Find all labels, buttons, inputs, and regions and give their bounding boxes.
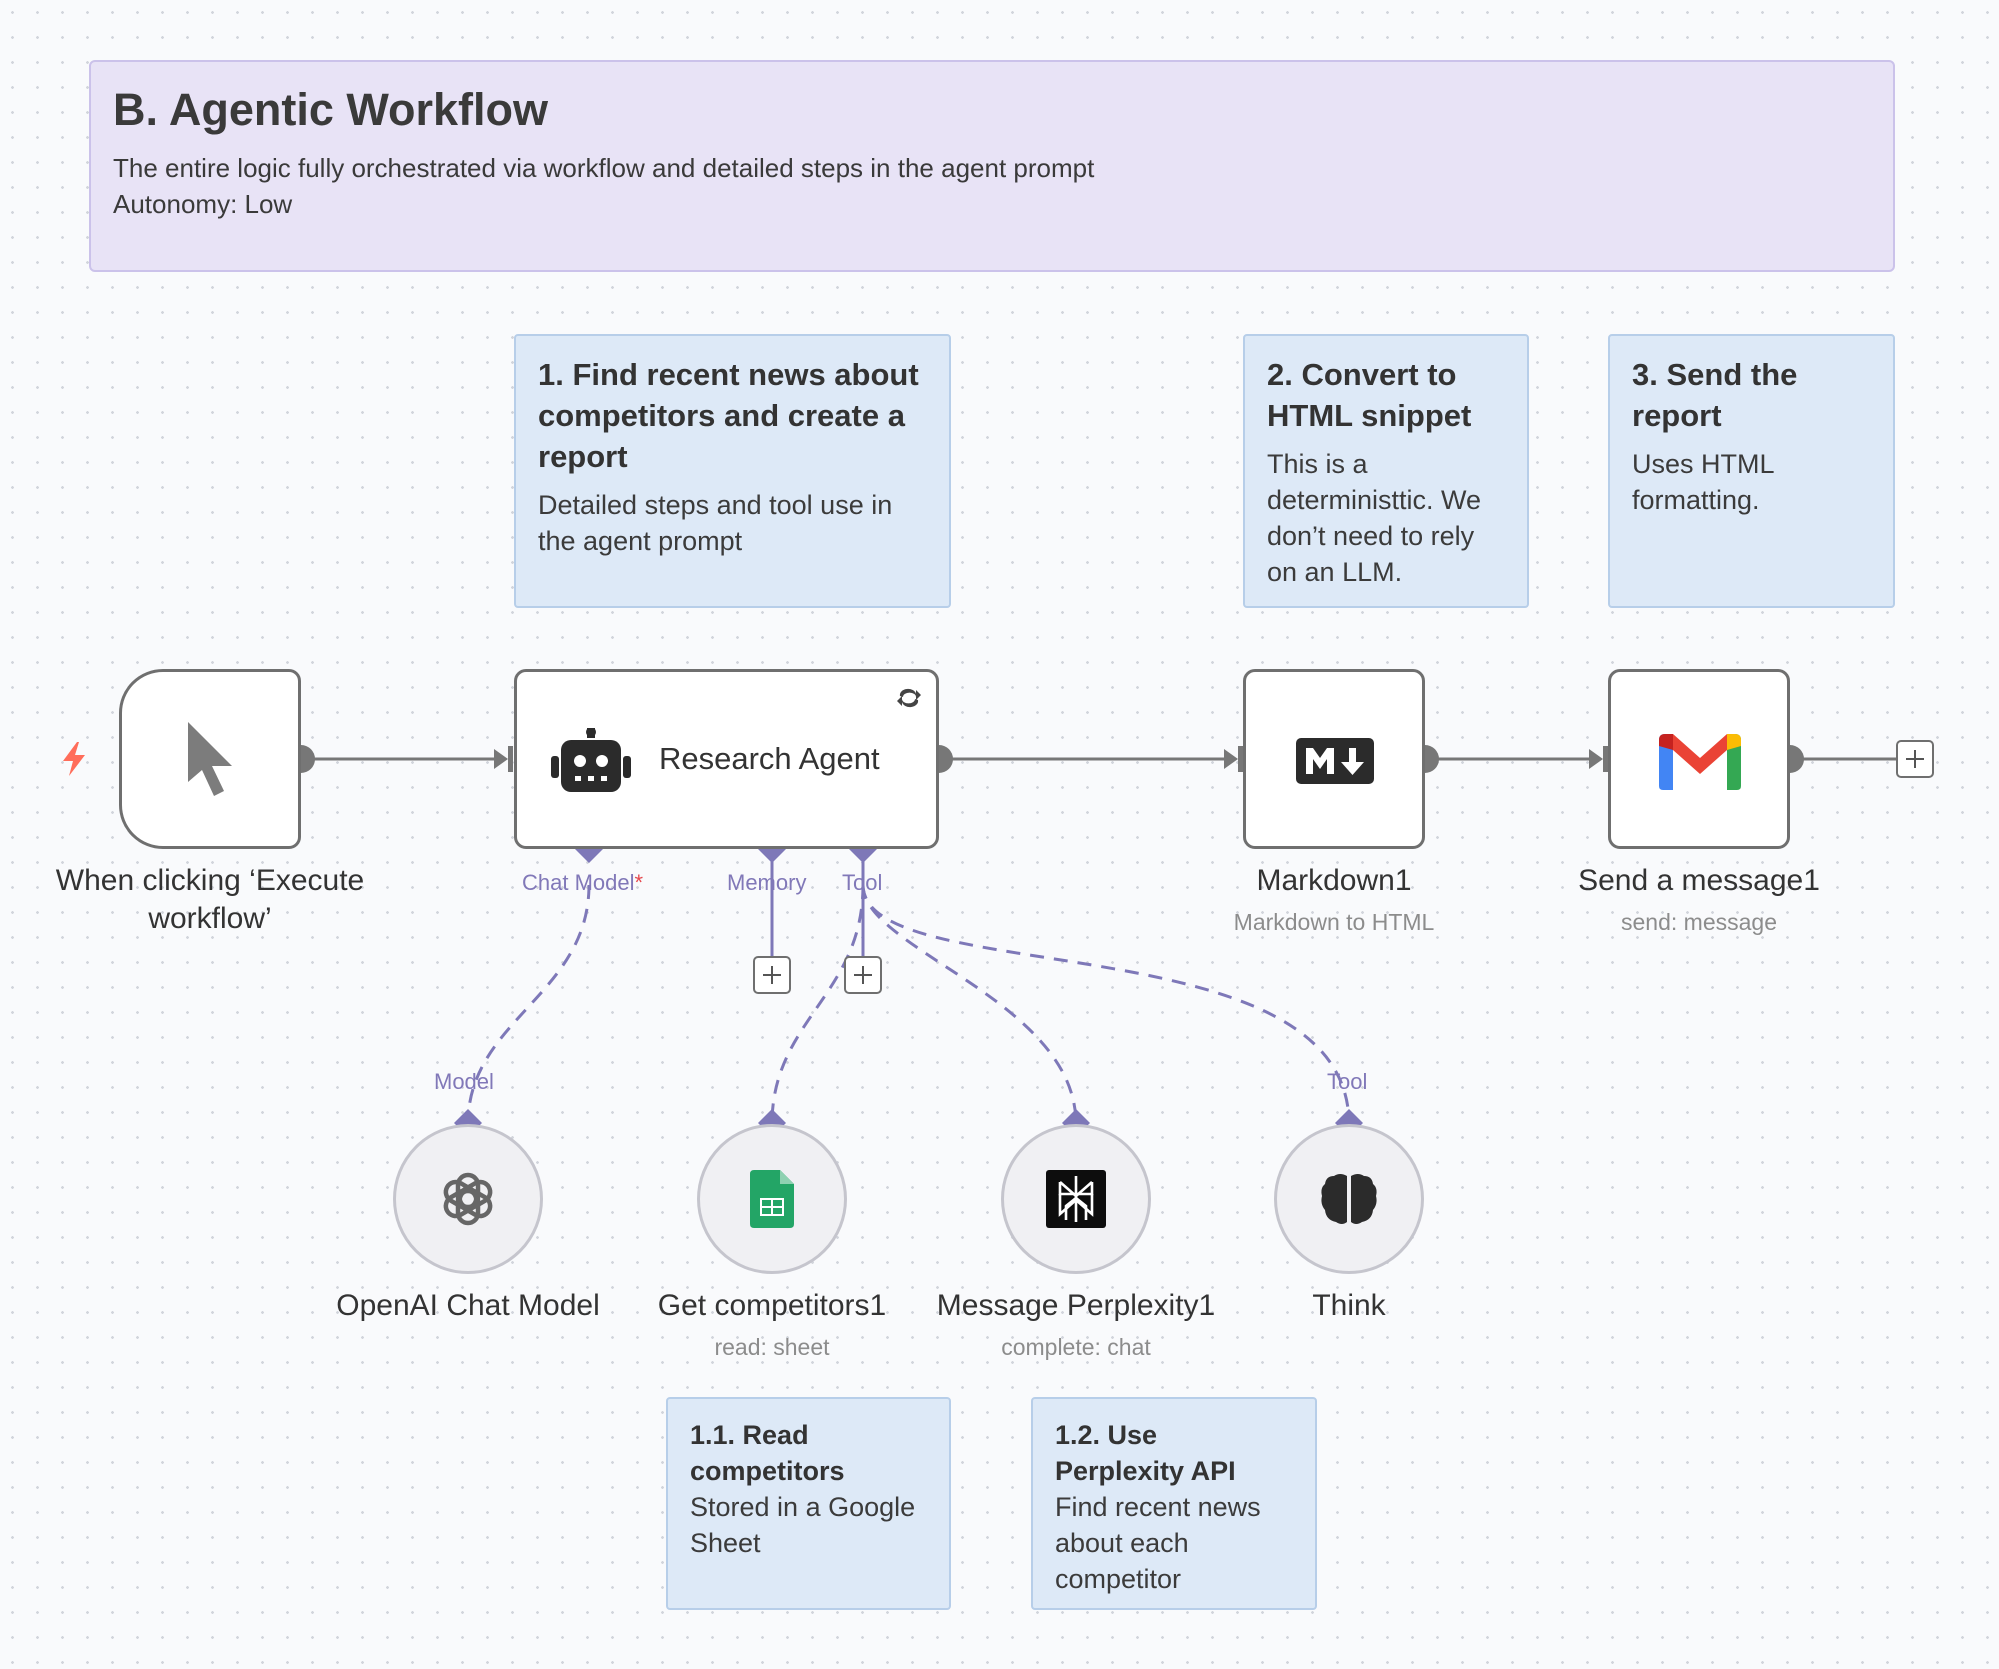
port-label-chat-model: Chat Model* — [522, 870, 643, 896]
node-think-label: Think — [1312, 1289, 1386, 1322]
port-label-chat-model-text: Chat Model — [522, 870, 635, 895]
google-sheets-icon — [750, 1170, 794, 1228]
node-sheets-subtitle: read: sheet — [714, 1334, 830, 1360]
node-get-competitors[interactable] — [697, 1124, 847, 1274]
node-agent-label: Research Agent — [659, 741, 880, 776]
arrow-head — [1589, 749, 1603, 769]
node-sheets-label: Get competitors1 — [657, 1289, 887, 1322]
group-autonomy-line: Autonomy: Low — [113, 189, 293, 219]
node-openai-chat-model[interactable] — [393, 1124, 543, 1274]
node-perplexity-label: Message Perplexity1 — [936, 1289, 1216, 1322]
node-manual-trigger[interactable] — [119, 669, 301, 849]
markdown-icon — [1296, 738, 1374, 784]
note-body: This is a deterministtic. We don’t need … — [1267, 449, 1482, 587]
retry-loop-icon — [897, 688, 921, 708]
group-sticky-note[interactable]: B. Agentic Workflow The entire logic ful… — [89, 60, 1895, 272]
required-marker: * — [634, 870, 644, 895]
input-port — [508, 746, 513, 772]
note-title: 1. Find recent news about competitors an… — [538, 357, 919, 474]
arrow-head — [1224, 749, 1238, 769]
input-port — [1238, 746, 1243, 772]
sticky-note-convert-html[interactable]: 2. Convert to HTML snippet This is a det… — [1243, 334, 1529, 608]
note-title: 1.2. Use Perplexity API — [1055, 1420, 1236, 1486]
group-title: B. Agentic Workflow — [113, 84, 549, 135]
port-label-tool-input: Tool — [1327, 1069, 1368, 1094]
note-title: 1.1. Read competitors — [690, 1420, 845, 1486]
note-body: Stored in a Google Sheet — [690, 1492, 916, 1558]
brain-icon — [1321, 1174, 1377, 1224]
node-think[interactable] — [1274, 1124, 1424, 1274]
port-label-model-input: Model — [434, 1069, 494, 1094]
gmail-icon — [1659, 734, 1741, 790]
cursor-icon — [188, 722, 232, 796]
node-markdown-subtitle: Markdown to HTML — [1233, 909, 1435, 935]
robot-icon — [551, 728, 631, 792]
add-next-node-button[interactable] — [1896, 740, 1934, 778]
add-memory-button[interactable] — [753, 956, 791, 994]
connection-tool-perplexity — [861, 884, 1078, 1125]
node-trigger-label: When clicking ‘Execute workflow’ — [55, 864, 365, 935]
node-markdown[interactable] — [1243, 669, 1425, 849]
add-tool-button[interactable] — [844, 956, 882, 994]
node-perplexity-subtitle: complete: chat — [1001, 1334, 1151, 1360]
sticky-note-find-news[interactable]: 1. Find recent news about competitors an… — [514, 334, 951, 608]
group-description: The entire logic fully orchestrated via … — [113, 150, 1871, 222]
port-label-memory: Memory — [727, 870, 807, 895]
node-gmail[interactable] — [1608, 669, 1790, 849]
note-body: Find recent news about each competitor — [1055, 1492, 1261, 1594]
node-gmail-label: Send a message1 — [1578, 864, 1820, 897]
trigger-bolt-icon — [63, 742, 85, 776]
note-title: 2. Convert to HTML snippet — [1267, 357, 1472, 433]
node-message-perplexity[interactable] — [1001, 1124, 1151, 1274]
openai-icon — [443, 1172, 493, 1226]
node-gmail-subtitle: send: message — [1621, 909, 1777, 935]
perplexity-icon — [1046, 1170, 1106, 1228]
note-body: Detailed steps and tool use in the agent… — [538, 490, 893, 556]
note-title: 3. Send the report — [1632, 357, 1798, 433]
sticky-note-send-report[interactable]: 3. Send the report Uses HTML formatting. — [1608, 334, 1895, 608]
connection-tool-think — [861, 884, 1351, 1125]
input-port — [1603, 746, 1608, 772]
connection-tool-sheets — [770, 884, 865, 1125]
sticky-note-perplexity[interactable]: 1.2. Use Perplexity API Find recent news… — [1031, 1397, 1317, 1610]
arrow-head — [494, 749, 508, 769]
node-markdown-label: Markdown1 — [1256, 864, 1412, 897]
group-description-line: The entire logic fully orchestrated via … — [113, 153, 1095, 183]
note-body: Uses HTML formatting. — [1632, 449, 1774, 515]
node-openai-label: OpenAI Chat Model — [336, 1289, 600, 1322]
sticky-note-read-competitors[interactable]: 1.1. Read competitors Stored in a Google… — [666, 1397, 951, 1610]
node-research-agent[interactable]: Research Agent — [514, 669, 939, 849]
port-label-tool: Tool — [842, 870, 883, 895]
